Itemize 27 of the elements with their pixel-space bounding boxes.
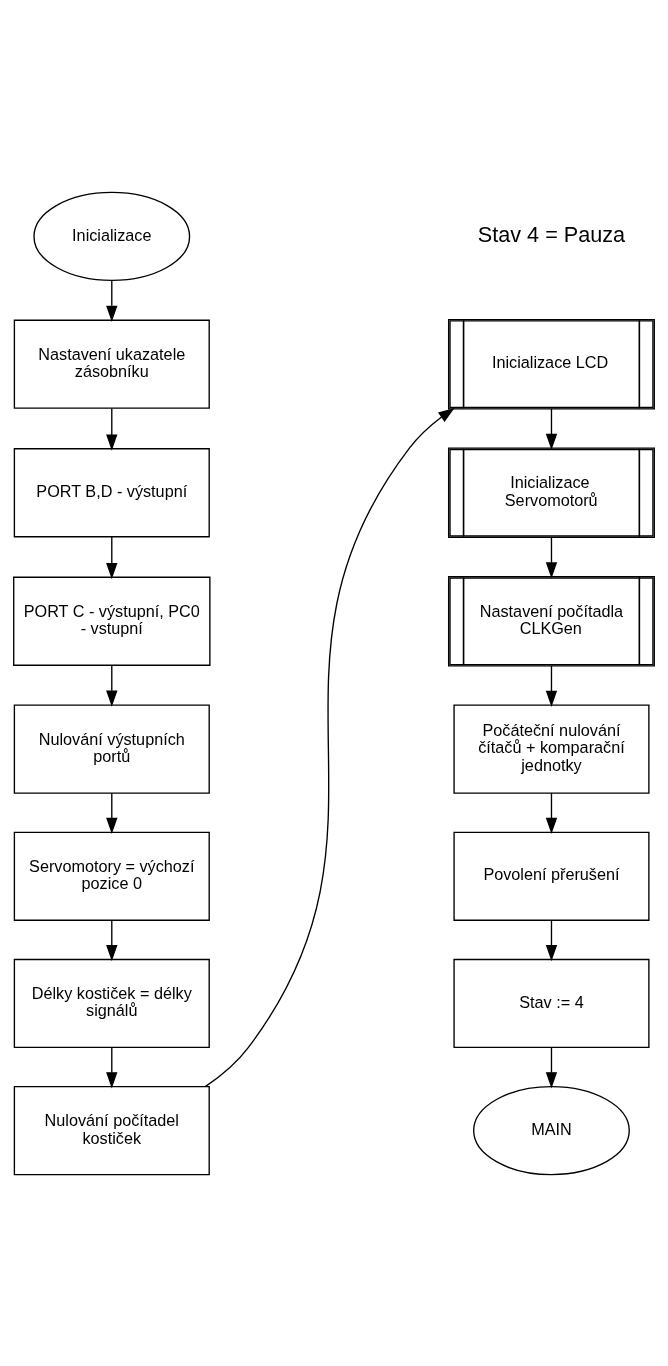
label: Stav 4 = Pauza: [477, 221, 626, 247]
arrow: [106, 279, 118, 322]
arrow: [545, 1046, 558, 1088]
arrow: [204, 407, 455, 1087]
node-box: Povolení přerušení: [453, 831, 650, 921]
arrow: [106, 919, 118, 961]
arrow: [106, 792, 118, 834]
node-box: Servomotory = výchozí pozice 0: [13, 831, 210, 921]
node-box: Stav := 4: [453, 958, 650, 1048]
node-box: Nastavení ukazatele zásobníku: [13, 319, 210, 409]
node-ellipse: Inicializace: [33, 191, 191, 281]
node-box: Nulování výstupních portů: [13, 703, 210, 794]
arrow: [545, 407, 558, 450]
arrow: [545, 792, 558, 834]
node-ellipse: MAIN: [473, 1085, 630, 1175]
arrow: [106, 664, 118, 707]
node-box: PORT B,D - výstupní: [13, 447, 210, 537]
node-box: Nulování počítadel kostiček: [13, 1085, 210, 1175]
arrow: [106, 535, 118, 579]
node-box: PORT C - výstupní, PC0 - vstupní: [13, 576, 211, 666]
arrow: [545, 919, 558, 961]
arrow: [106, 1046, 118, 1088]
arrow: [545, 536, 558, 579]
arrow: [106, 407, 118, 451]
node-box: Počáteční nulování čítačů + komparační jednotky: [453, 703, 650, 794]
node-box: Délky kostiček = délky signálů: [13, 958, 210, 1048]
arrow: [545, 664, 558, 707]
